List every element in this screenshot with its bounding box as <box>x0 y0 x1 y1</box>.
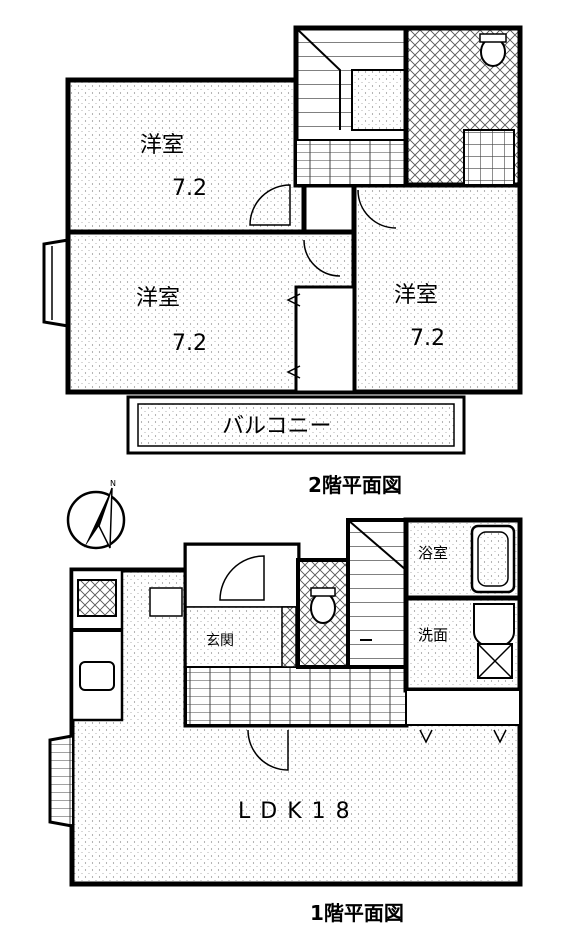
floor2-bay-window <box>42 238 69 328</box>
floor2-room-nw <box>65 77 307 235</box>
door-swing-icon <box>249 184 291 226</box>
floor1-bay-window <box>48 734 73 828</box>
floor2-room-nw-size: 7.2 <box>172 176 207 201</box>
floor1-staircase <box>346 518 408 669</box>
floor1-washroom-label: 洗面 <box>418 626 448 644</box>
floor1-entrance-label: 玄関 <box>206 632 234 649</box>
floor2-room-e-size: 7.2 <box>410 326 445 351</box>
stove-icon <box>77 579 117 617</box>
floor2-room-e <box>351 182 523 395</box>
floor2-room-nw-name: 洋室 <box>140 133 184 158</box>
door-swing-icon <box>219 555 265 601</box>
floor2-balcony-label: バルコニー <box>222 414 332 439</box>
door-swing-icon <box>303 239 341 277</box>
sink-icon <box>79 661 115 691</box>
compass-north-label: N <box>110 479 116 488</box>
compass-icon: N <box>66 479 126 550</box>
floor2-caption: 2階平面図 <box>308 473 402 497</box>
door-swing-icon <box>247 729 289 771</box>
floor2-room-w-name: 洋室 <box>136 286 180 311</box>
floor1-bath-label: 浴室 <box>418 544 448 562</box>
floor2-plan: 洋室 7.2 洋室 7.2 洋室 7.2 バルコニー 2階平面図 <box>42 25 523 497</box>
toilet-icon <box>310 592 336 624</box>
floor2-room-w-size: 7.2 <box>172 331 207 356</box>
floor1-ldk-label: LDK18 <box>238 799 360 824</box>
washbasin-icon <box>473 603 515 649</box>
door-swing-icon <box>357 189 397 229</box>
floor1-plan: 玄関 浴室 洗面 LDK18 1階平面図 <box>48 517 523 925</box>
floor1-caption: 1階平面図 <box>310 901 404 925</box>
floor2-room-e-name: 洋室 <box>394 283 438 308</box>
floor2-closet <box>294 285 356 394</box>
